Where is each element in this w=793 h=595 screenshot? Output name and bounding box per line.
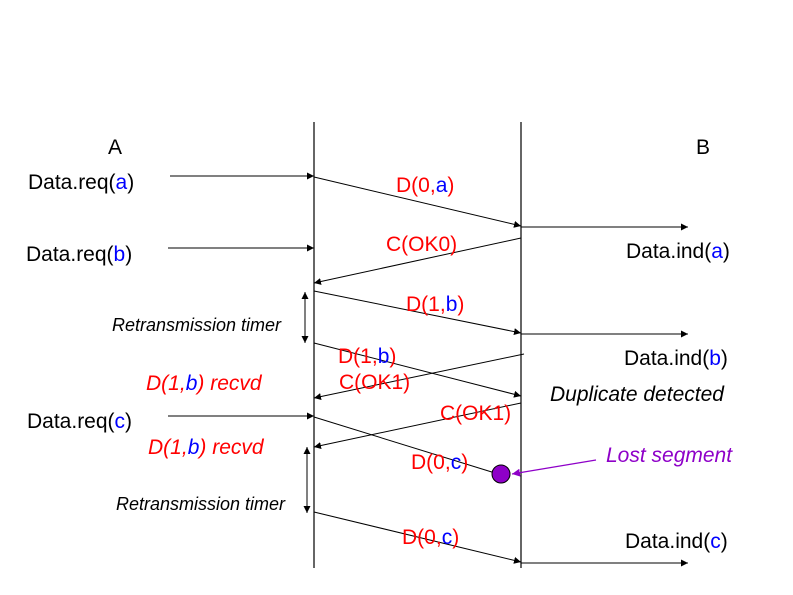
data-ind-c: Data.ind(c): [625, 530, 728, 553]
arrow-d0c-1: [313, 416, 496, 474]
msg-cok0: C(OK0): [386, 233, 458, 256]
msg-cok1-2: C(OK1): [440, 402, 512, 425]
lost-segment-marker: [491, 464, 511, 484]
msg-d0a: D(0,a): [396, 174, 455, 197]
arrow-cok0: [313, 237, 522, 285]
recvd-label-2: D(1,b) recvd: [148, 436, 264, 459]
arrow-d0a: [313, 176, 522, 228]
lost-segment-label: Lost segment: [606, 444, 733, 467]
msg-d1b-1: D(1,b): [406, 293, 465, 316]
retx-timer-label-2: Retransmission timer: [116, 494, 286, 514]
msg-d0c-2: D(0,c): [402, 526, 460, 549]
data-ind-b: Data.ind(b): [624, 347, 728, 370]
arrow-d1b-1: [313, 290, 522, 336]
side-a-label: A: [108, 136, 123, 159]
duplicate-detected-label: Duplicate detected: [550, 383, 724, 406]
data-req-b: Data.req(b): [26, 243, 133, 266]
msg-d1b-2: D(1,b): [338, 345, 397, 368]
recvd-label-1: D(1,b) recvd: [146, 372, 262, 395]
lost-segment-pointer: [511, 459, 597, 477]
msg-cok1-1: C(OK1): [339, 371, 411, 394]
data-req-c: Data.req(c): [27, 410, 133, 433]
arrow-d0c-2: [313, 511, 522, 564]
arrow-cok1-1: [313, 353, 525, 400]
arrow-cok1-2: [313, 402, 522, 449]
data-ind-a: Data.ind(a): [626, 240, 730, 263]
side-b-label: B: [696, 136, 711, 159]
arrow-d1b-2: [313, 342, 522, 398]
retx-timer-label-1: Retransmission timer: [112, 315, 282, 335]
msg-d0c-1: D(0,c): [411, 451, 469, 474]
data-req-a: Data.req(a): [28, 171, 135, 194]
